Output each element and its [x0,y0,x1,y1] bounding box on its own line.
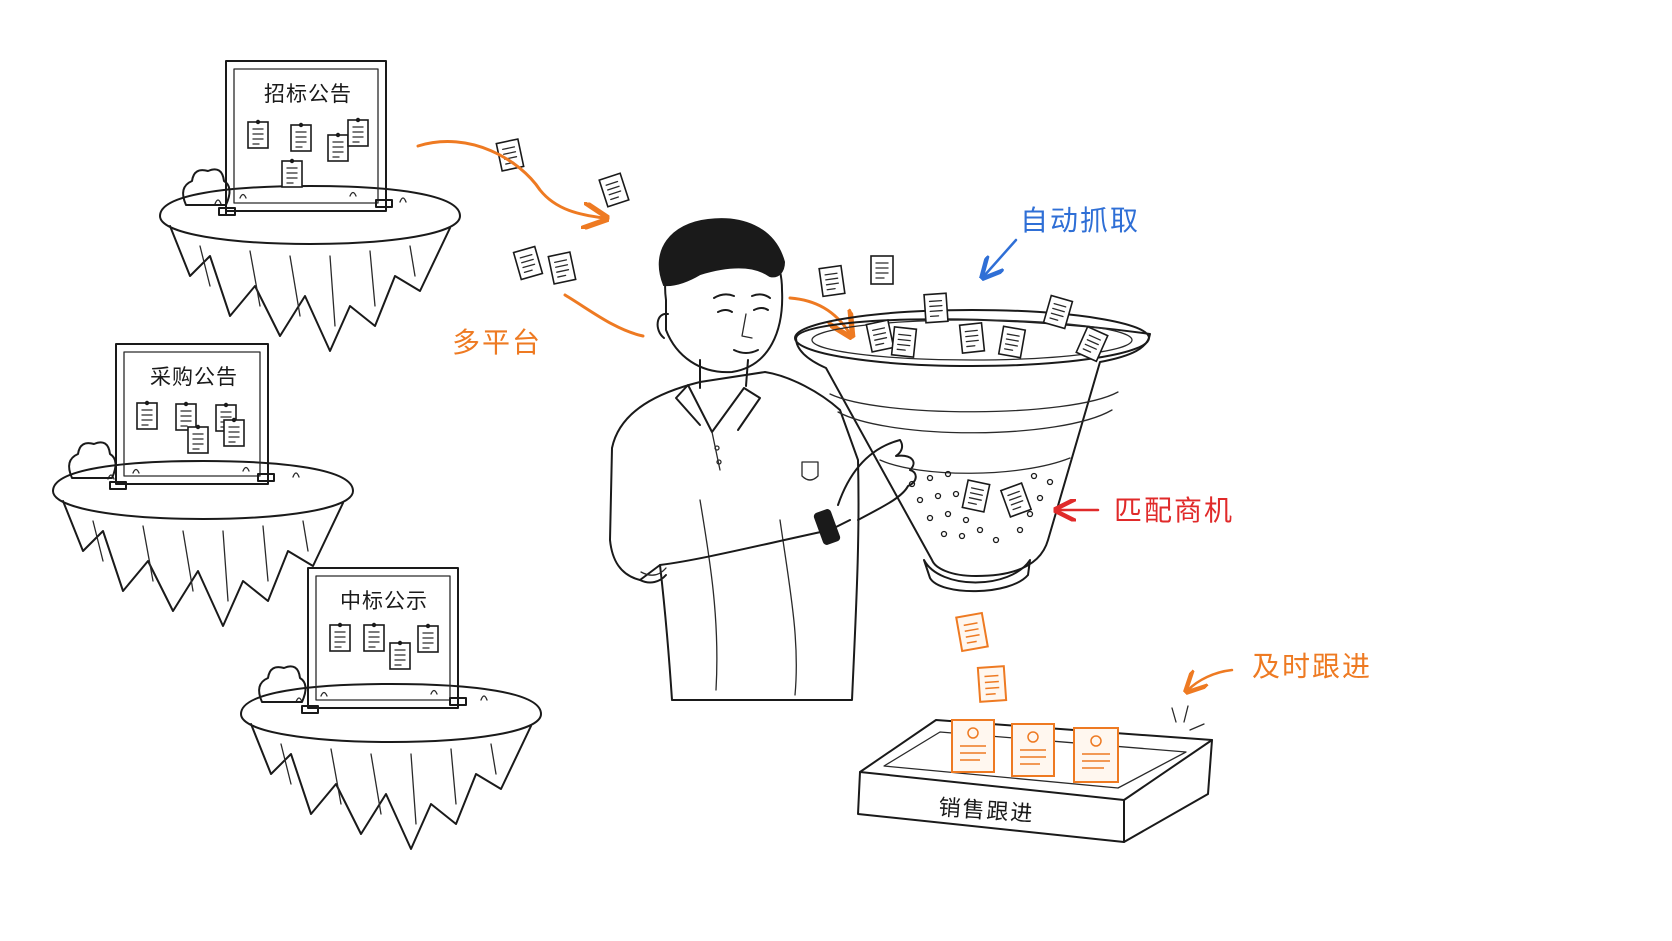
tray-card [1011,723,1055,777]
notice-board-award: 中标公示 [240,567,542,850]
document-icon [187,423,209,454]
document-icon [281,158,303,188]
document-icon [512,245,544,281]
notice-board-tender: 招标公告 [159,60,461,352]
document-icon [997,325,1027,359]
label-multi-platform: 多平台 [452,326,542,359]
arrow-icon [416,140,604,218]
funnel-filter-holes [908,470,1054,544]
board-title: 招标公告 [264,82,352,106]
bush-icon [182,168,231,206]
document-icon [958,322,986,354]
arrow-icon [984,238,1018,276]
document-icon [818,264,846,298]
tray-card [1073,727,1119,783]
document-icon [547,251,577,285]
document-icon [961,479,991,513]
tray-card [951,719,995,773]
bush-icon [258,665,307,703]
document-icon [175,400,197,431]
document-icon [223,416,245,447]
document-icon [923,292,949,324]
document-icon [890,326,918,358]
board-title: 中标公示 [340,589,428,613]
document-icon [955,611,989,653]
label-auto-capture: 自动抓取 [1020,204,1140,237]
highlight-burst-icon [1171,705,1205,731]
document-icon [389,639,411,670]
document-icon [329,621,351,652]
document-icon [1000,482,1032,518]
document-icon [865,319,895,353]
document-icon [417,622,439,653]
arrow-icon [1188,668,1234,690]
funnel-icon [794,309,1151,593]
document-icon [136,399,158,430]
document-icon [327,132,349,162]
document-icon [347,117,369,147]
matched-documents [955,611,1008,703]
tray-title: 销售跟进 [938,796,1036,828]
flying-documents [495,138,630,285]
document-icon [290,122,312,152]
document-icon [598,172,630,208]
label-match-opportunity: 匹配商机 [1114,494,1234,527]
document-icon [363,621,385,652]
arrow-icon [563,293,645,338]
tray-icon: 销售跟进 [857,705,1213,843]
documents-entering-funnel [818,255,1109,363]
document-icon [976,665,1008,703]
notice-board-procurement: 采购公告 [52,343,354,627]
board-title: 采购公告 [150,365,238,389]
label-timely-followup: 及时跟进 [1252,650,1372,683]
document-icon [870,255,894,285]
document-icon [247,119,269,149]
person-illustration [609,218,917,701]
